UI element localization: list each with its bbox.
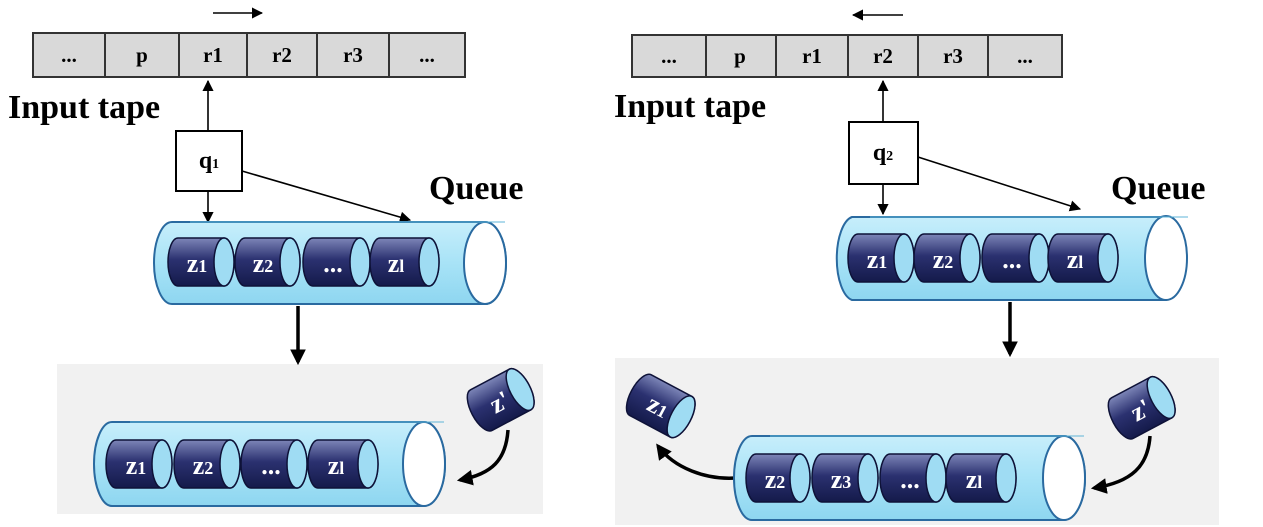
tape-cell [775,34,849,78]
queue-item: z1 [105,439,173,489]
left-input-tape: ... p r1 r2 r3 ... [32,32,466,78]
queue-item: ... [240,439,308,489]
tube-opening [402,421,446,507]
left-queue-items: z1 z2 ... zl [167,237,440,287]
right-incoming-item: z' [1107,375,1176,440]
tape-cell-label: ... [419,43,435,67]
tape-cell [631,34,707,78]
left-incoming-item: z' [466,367,535,432]
queue-item: z2 [173,439,241,489]
left-input-tape-label: Input tape [8,89,160,126]
left-queue-label: Queue [429,170,523,207]
queue-item: ... [879,453,947,503]
tape-cell-label: ... [1017,44,1033,68]
svg-text:...: ... [323,249,343,278]
queue-item: z3 [811,453,879,503]
right-dequeue-curve-arrow [656,443,737,480]
tape-cell [246,32,318,78]
tape-cell [705,34,777,78]
queue-item: zl [369,237,440,287]
tape-cell [388,32,466,78]
tape-cell-label: p [734,44,746,68]
tape-cell [32,32,106,78]
tape-cell [104,32,180,78]
queue-item: ... [302,237,371,287]
svg-text:z2: z2 [253,249,274,278]
queue-item: z1 [167,237,235,287]
right-removed-item: z1 [625,373,696,439]
right-input-tape-label: Input tape [614,88,766,125]
svg-text:...: ... [261,451,281,480]
right-enqueue-arrow [917,156,1082,212]
left-panel: ... p r1 r2 r3 ... Input tape q1 Queue z… [8,7,543,514]
tube-opening [1144,215,1188,301]
svg-text:zl: zl [966,465,983,494]
queue-item: zl [307,439,379,489]
queue-item: ... [981,233,1050,283]
tape-cell-label: ... [61,43,77,67]
svg-text:...: ... [900,465,920,494]
tape-cell-label: r3 [943,44,963,68]
svg-text:zl: zl [1067,245,1084,274]
svg-text:z1: z1 [187,249,208,278]
tube-opening [463,221,507,305]
right-enqueue-curve-arrow [1090,435,1152,494]
svg-text:z2: z2 [193,451,214,480]
right-state-label: q2 [873,140,893,166]
left-result-items: z1 z2 ... zl [105,439,379,489]
queue-item: zl [945,453,1017,503]
queue-item: z2 [745,453,811,503]
svg-text:...: ... [1002,245,1022,274]
tape-cell-label: r1 [802,44,822,68]
left-state-label: q1 [199,148,219,174]
queue-item: zl [1047,233,1119,283]
queue-item: z2 [913,233,981,283]
tube-opening [1042,435,1086,521]
right-result-items: z2 z3 ... zl [745,453,1017,503]
svg-text:zl: zl [388,249,405,278]
svg-text:z2: z2 [933,245,954,274]
right-queue-items: z1 z2 ... zl [847,233,1119,283]
tape-cell-label: p [136,43,148,67]
svg-text:zl: zl [328,451,345,480]
right-input-tape: ... p r1 r2 r3 ... [631,34,1063,78]
svg-text:z2: z2 [765,465,786,494]
right-panel: ... p r1 r2 r3 ... Input tape q2 Queue z… [614,9,1219,525]
right-queue-label: Queue [1111,170,1205,207]
svg-text:z3: z3 [831,465,852,494]
left-state-box [175,130,243,192]
tape-cell [178,32,248,78]
tape-cell [987,34,1063,78]
svg-text:z1: z1 [126,451,147,480]
queue-item: z2 [234,237,301,287]
queue-item: z1 [847,233,915,283]
tape-cell-label: r2 [873,44,893,68]
left-enqueue-arrow [241,170,412,223]
tape-cell-label: r3 [343,43,363,67]
tape-cell [847,34,919,78]
tape-cell-label: r2 [272,43,292,67]
tape-cell-label: ... [661,44,677,68]
tape-cell-label: r1 [203,43,223,67]
svg-text:z1: z1 [867,245,888,274]
left-enqueue-curve-arrow [456,429,510,486]
